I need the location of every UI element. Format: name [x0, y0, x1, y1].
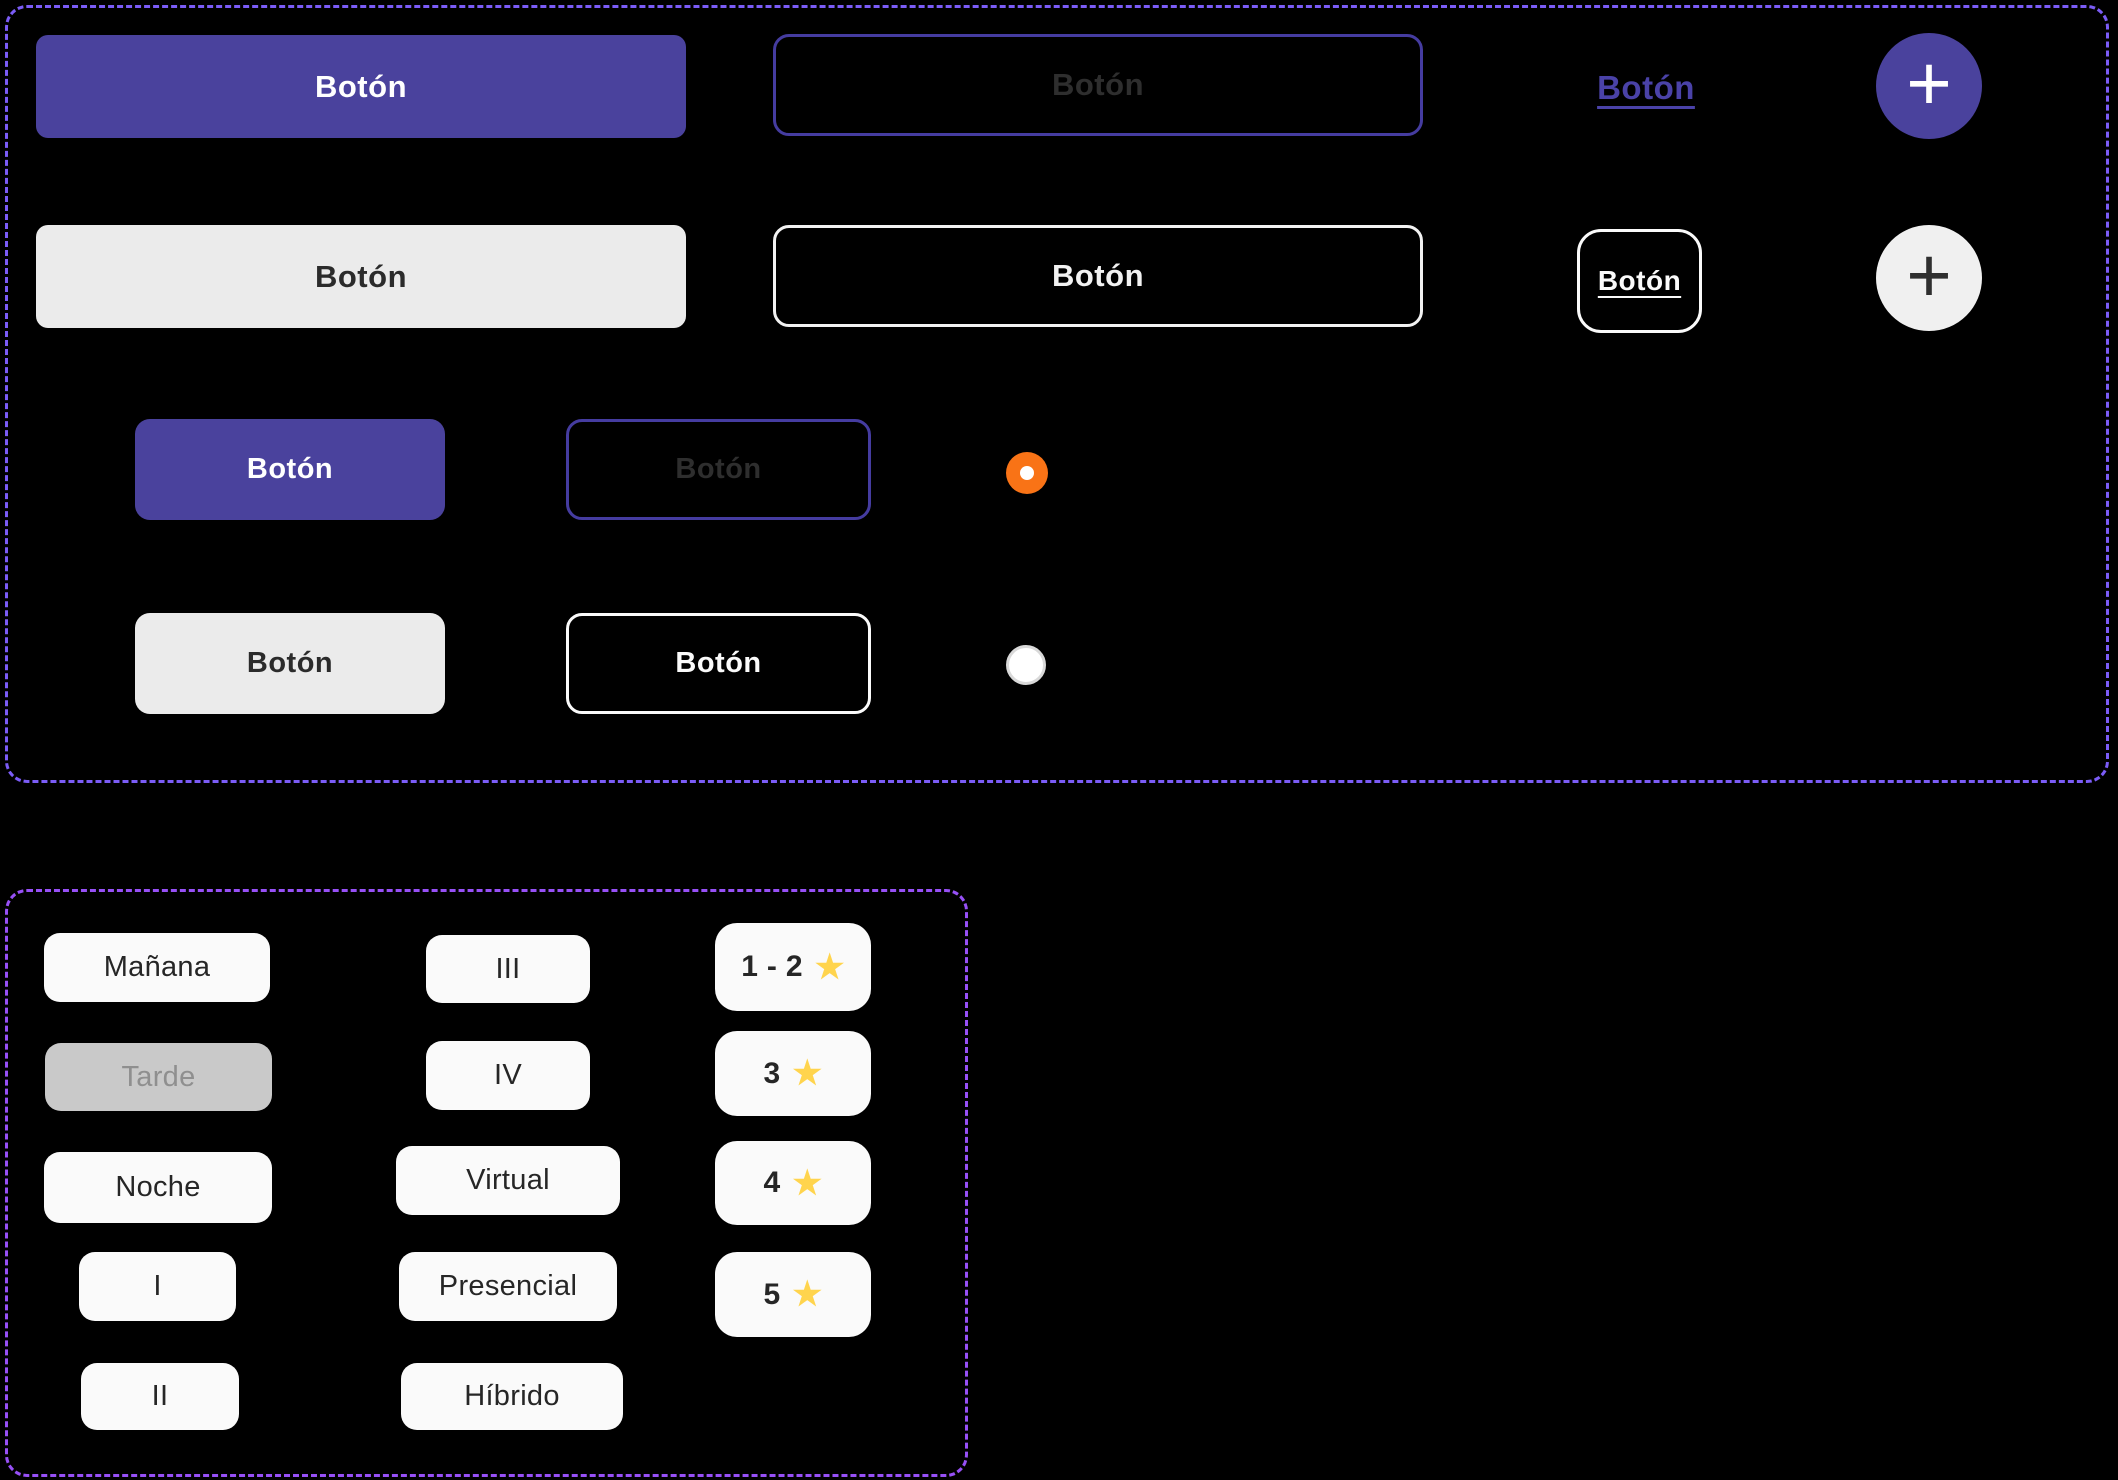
- star-icon: ★: [792, 1275, 823, 1312]
- secondary-button-large[interactable]: Botón: [36, 225, 686, 328]
- rating-label: 5: [763, 1277, 781, 1311]
- outline-light-button-large[interactable]: Botón: [773, 225, 1423, 327]
- outline-primary-button-medium[interactable]: Botón: [566, 419, 871, 520]
- plus-icon: +: [1906, 39, 1952, 127]
- chip-rating-4[interactable]: 4 ★: [715, 1141, 871, 1225]
- chip-tarde[interactable]: Tarde: [45, 1043, 272, 1111]
- chip-iv[interactable]: IV: [426, 1041, 590, 1110]
- rating-label: 1 - 2: [741, 950, 803, 983]
- compact-outline-button[interactable]: Botón: [1577, 229, 1702, 333]
- radio-dot: [1020, 466, 1034, 480]
- chip-presencial[interactable]: Presencial: [399, 1252, 617, 1321]
- radio-selected[interactable]: [1006, 452, 1048, 494]
- chip-rating-3[interactable]: 3 ★: [715, 1031, 871, 1116]
- chips-section: Mañana Tarde Noche I II III IV Virtual P…: [5, 889, 968, 1477]
- star-icon: ★: [792, 1054, 823, 1091]
- primary-button-large[interactable]: Botón: [36, 35, 686, 138]
- chip-ii[interactable]: II: [81, 1363, 239, 1430]
- outline-light-button-medium[interactable]: Botón: [566, 613, 871, 714]
- chip-manana[interactable]: Mañana: [44, 933, 270, 1002]
- star-icon: ★: [814, 947, 845, 985]
- plus-icon: +: [1906, 231, 1952, 319]
- chip-noche[interactable]: Noche: [44, 1152, 272, 1223]
- buttons-section: Botón Botón Botón + Botón Botón Botón + …: [5, 5, 2109, 783]
- chip-hibrido[interactable]: Híbrido: [401, 1363, 623, 1430]
- add-fab-primary-button[interactable]: +: [1876, 33, 1982, 139]
- radio-unselected[interactable]: [1006, 645, 1046, 685]
- chip-virtual[interactable]: Virtual: [396, 1146, 620, 1215]
- chip-i[interactable]: I: [79, 1252, 236, 1321]
- outline-primary-button-large[interactable]: Botón: [773, 34, 1423, 136]
- chip-rating-1-2[interactable]: 1 - 2 ★: [715, 923, 871, 1011]
- star-icon: ★: [792, 1163, 823, 1201]
- rating-label: 4: [763, 1166, 781, 1199]
- link-button[interactable]: Botón: [1591, 58, 1701, 118]
- chip-rating-5[interactable]: 5 ★: [715, 1252, 871, 1337]
- secondary-button-medium[interactable]: Botón: [135, 613, 445, 714]
- chip-iii[interactable]: III: [426, 935, 590, 1003]
- add-fab-secondary-button[interactable]: +: [1876, 225, 1982, 331]
- rating-label: 3: [763, 1056, 781, 1090]
- primary-button-medium[interactable]: Botón: [135, 419, 445, 520]
